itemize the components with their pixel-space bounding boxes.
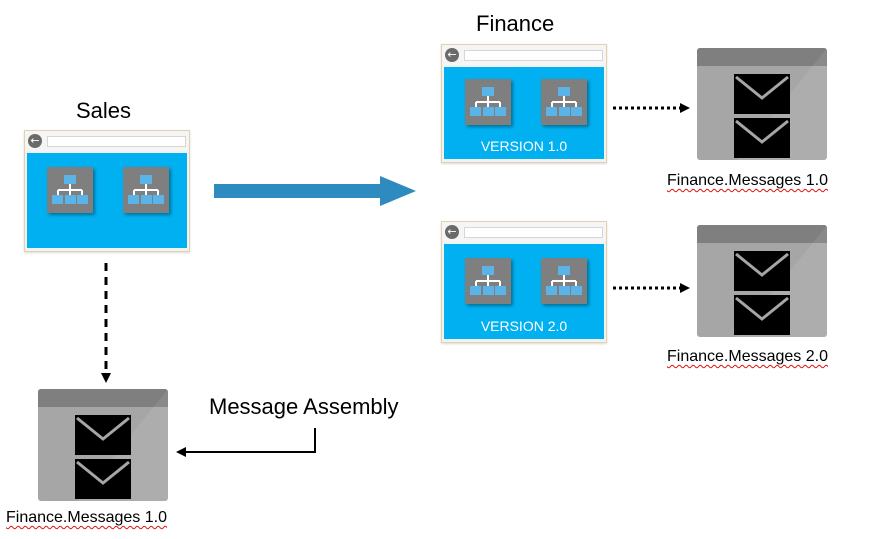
- back-icon: ←: [445, 48, 459, 62]
- hierarchy-icon: [541, 79, 587, 125]
- envelope-icon: [75, 415, 131, 455]
- finance-messages-v1-box: [697, 48, 827, 160]
- hierarchy-icon: [541, 258, 587, 304]
- box-header: [697, 225, 827, 243]
- finance-v2-window: ← VERSION 2.0: [441, 221, 607, 343]
- hierarchy-icon: [47, 167, 93, 213]
- finance-messages-v2-box: [697, 225, 827, 337]
- envelope-icon: [734, 118, 790, 158]
- sales-title: Sales: [76, 98, 132, 123]
- message-assembly-label: Message Assembly: [209, 394, 399, 419]
- hierarchy-icon: [465, 79, 511, 125]
- window-body: VERSION 2.0: [444, 244, 604, 339]
- hierarchy-icon: [465, 258, 511, 304]
- sales-messages-box: [38, 389, 168, 501]
- envelope-icon: [734, 251, 790, 291]
- box-header: [38, 389, 168, 407]
- back-icon: ←: [28, 134, 42, 148]
- address-bar: [47, 136, 186, 147]
- sales-messages-caption: Finance.Messages 1.0: [6, 509, 167, 526]
- window-titlebar: ←: [442, 45, 606, 65]
- window-titlebar: ←: [442, 222, 606, 242]
- finance-messages-v2-caption: Finance.Messages 2.0: [667, 348, 828, 365]
- version-label: VERSION 1.0: [480, 138, 568, 154]
- hierarchy-icon: [123, 167, 169, 213]
- sales-app-window: ←: [24, 130, 190, 252]
- box-header: [697, 48, 827, 66]
- address-bar: [464, 227, 603, 238]
- finance-v1-window: ← VERSION 1.0: [441, 44, 607, 163]
- upgrade-arrow: [214, 176, 416, 206]
- window-body: VERSION 1.0: [444, 67, 604, 159]
- dotted-arrow-v1: [613, 103, 690, 113]
- assembly-arrow: [176, 428, 316, 457]
- finance-messages-v1-caption: Finance.Messages 1.0: [667, 172, 828, 189]
- window-body: [27, 153, 187, 248]
- dotted-arrow-v2: [613, 283, 690, 293]
- back-icon: ←: [445, 225, 459, 239]
- address-bar: [464, 50, 603, 61]
- envelope-icon: [734, 74, 790, 114]
- envelope-icon: [75, 459, 131, 499]
- finance-title: Finance: [476, 11, 555, 36]
- envelope-icon: [734, 295, 790, 335]
- dashed-arrow-sales: [101, 263, 111, 383]
- version-label: VERSION 2.0: [480, 318, 568, 334]
- window-titlebar: ←: [25, 131, 189, 151]
